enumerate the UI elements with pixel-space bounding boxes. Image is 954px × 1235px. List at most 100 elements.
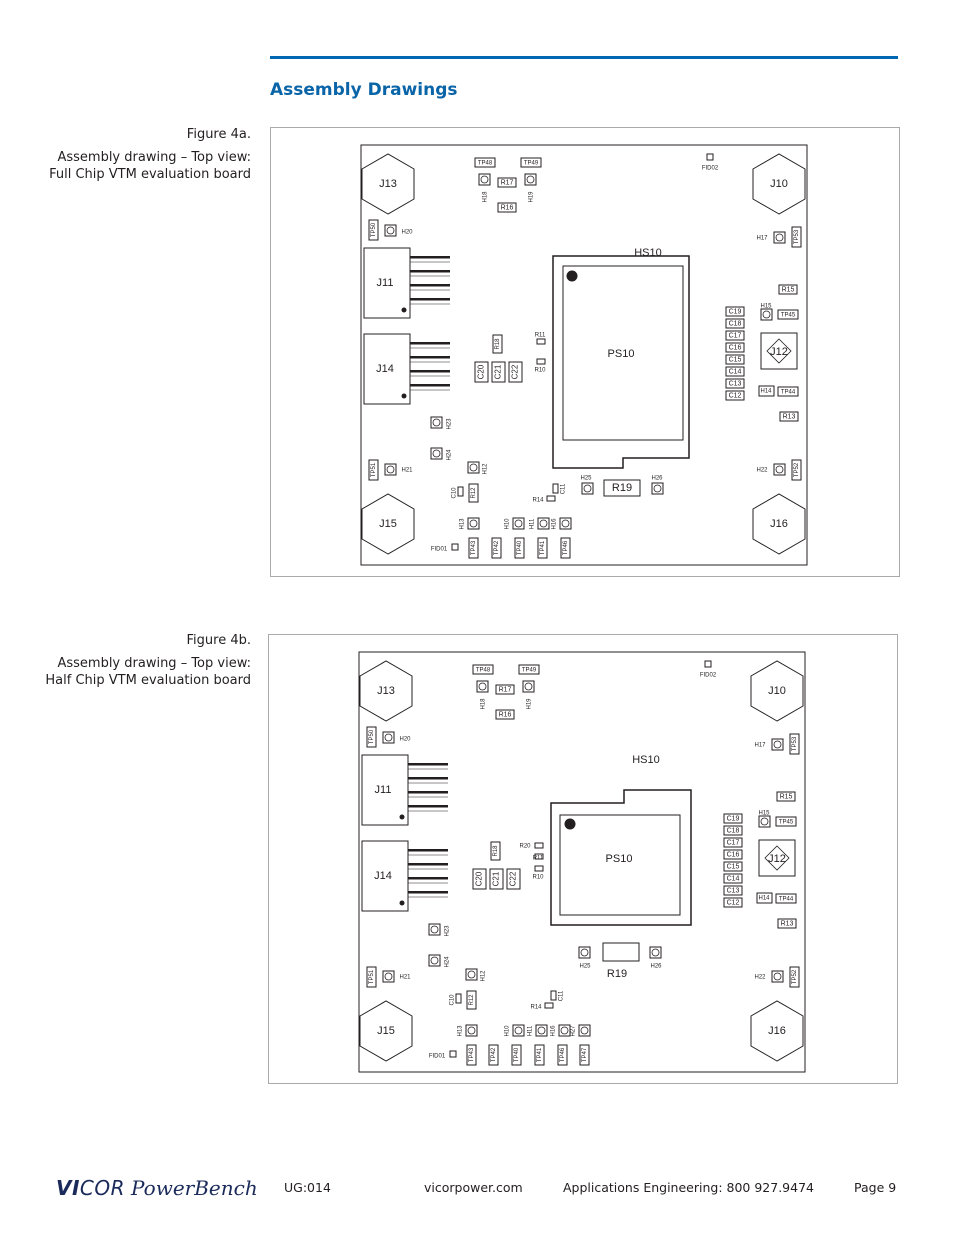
- h26-pad-ring: [653, 484, 662, 493]
- h13-label: H13: [460, 518, 466, 530]
- tp46: [557, 1044, 568, 1066]
- heatsink-label: HS10: [634, 247, 662, 259]
- fid02-label: FID02: [700, 673, 717, 679]
- h27-pad: [578, 1024, 591, 1037]
- cap-stack-c13: [723, 885, 743, 896]
- h26-pad: [651, 482, 664, 495]
- h19-pad: [522, 680, 535, 693]
- cap-stack-c17-label: C17: [727, 840, 740, 847]
- h25-pad-ring: [583, 484, 592, 493]
- tp50: [366, 726, 377, 748]
- tp48: [474, 157, 496, 168]
- r10-box: [536, 358, 546, 365]
- r16-label: R16: [501, 205, 514, 212]
- figure-4a-caption: Figure 4a. Assembly drawing – Top view: …: [40, 126, 251, 183]
- tp52-label: TP52: [792, 969, 798, 984]
- h22-pad-ring: [773, 972, 782, 981]
- c11-box: [550, 990, 557, 1001]
- cap-stack-c12-label: C12: [727, 900, 740, 907]
- cap-stack-c14-label: C14: [727, 876, 740, 883]
- module-label: PS10: [608, 348, 635, 360]
- h23-pad-ring: [430, 925, 439, 934]
- connector-j11: [361, 754, 409, 826]
- h18-label: H18: [481, 698, 487, 710]
- cap-mid-c21-label: C21: [492, 871, 501, 886]
- r14-box: [546, 495, 556, 502]
- h13-pad: [465, 1024, 478, 1037]
- h16-pad: [558, 1024, 571, 1037]
- connector-j12: [758, 839, 796, 877]
- header-rule: [270, 56, 898, 59]
- h24-pad: [428, 954, 441, 967]
- logo-cor: COR: [79, 1176, 126, 1200]
- tp53: [791, 226, 802, 248]
- h12-label: H12: [481, 970, 487, 982]
- r19-label: R19: [612, 482, 632, 494]
- cap-stack-c14: [725, 366, 745, 377]
- r12-label: R12: [469, 994, 475, 1006]
- h23-pad: [428, 923, 441, 936]
- cap-mid-c22-label: C22: [511, 364, 520, 379]
- r16: [495, 709, 515, 720]
- connector-j14-pin1: [401, 393, 407, 399]
- tp42: [488, 1044, 499, 1066]
- connector-j15: [361, 493, 415, 555]
- tp46-label: TP46: [563, 540, 569, 555]
- connector-j16-label: J16: [770, 518, 788, 530]
- h22-label: H22: [756, 468, 768, 474]
- c11-label: C11: [561, 483, 567, 494]
- h25-pad-ring: [580, 948, 589, 957]
- tp47: [579, 1044, 590, 1066]
- h13-label: H13: [458, 1025, 464, 1037]
- tp48: [472, 664, 494, 675]
- cap-stack-c19: [723, 813, 743, 824]
- cap-mid-c21-label: C21: [494, 364, 503, 379]
- h10-pad: [512, 517, 525, 530]
- r11-box: [534, 853, 544, 860]
- h15-pad-ring: [762, 310, 771, 319]
- tp41-label: TP41: [537, 1047, 543, 1062]
- connector-j13: [361, 153, 415, 215]
- tp45-label: TP45: [779, 819, 794, 825]
- fid01-mark: [451, 543, 459, 551]
- tp41: [537, 537, 548, 559]
- tp43: [468, 537, 479, 559]
- r20-box: [534, 842, 544, 849]
- cap-stack-c14: [723, 873, 743, 884]
- h11-label: H11: [530, 518, 536, 529]
- h12-label: H12: [483, 463, 489, 475]
- connector-j10: [752, 153, 806, 215]
- h22-pad-ring: [775, 465, 784, 474]
- h21-pad: [384, 463, 397, 476]
- connector-j11-pin: [408, 763, 448, 766]
- r15-label: R15: [782, 287, 795, 294]
- tp49-label: TP49: [524, 160, 539, 166]
- h20-pad-ring: [384, 733, 393, 742]
- h24-pad-ring: [430, 956, 439, 965]
- h18-pad-ring: [480, 175, 489, 184]
- h16-pad-ring: [561, 519, 570, 528]
- connector-j14: [361, 840, 409, 912]
- r10-label: R10: [532, 875, 544, 881]
- connector-j16: [750, 1000, 804, 1062]
- h21-pad: [382, 970, 395, 983]
- connector-j12-diamond: [766, 338, 792, 364]
- footer-website[interactable]: vicorpower.com: [424, 1180, 523, 1195]
- connector-j11: [363, 247, 411, 319]
- r17-label: R17: [499, 687, 512, 694]
- tp45: [777, 309, 799, 320]
- h20-label: H20: [399, 737, 411, 743]
- c10-box: [457, 486, 464, 497]
- h20-pad: [382, 731, 395, 744]
- h24-pad-ring: [432, 449, 441, 458]
- h10-label: H10: [505, 1025, 511, 1037]
- h17-pad-ring: [775, 233, 784, 242]
- footer-page-number: Page 9: [854, 1180, 897, 1195]
- h14-label: H14: [760, 389, 772, 395]
- tp42: [491, 537, 502, 559]
- connector-j14-pin: [408, 877, 448, 880]
- cap-mid-c20: [472, 868, 487, 890]
- figure-4b-line1: Assembly drawing – Top view:: [57, 656, 251, 671]
